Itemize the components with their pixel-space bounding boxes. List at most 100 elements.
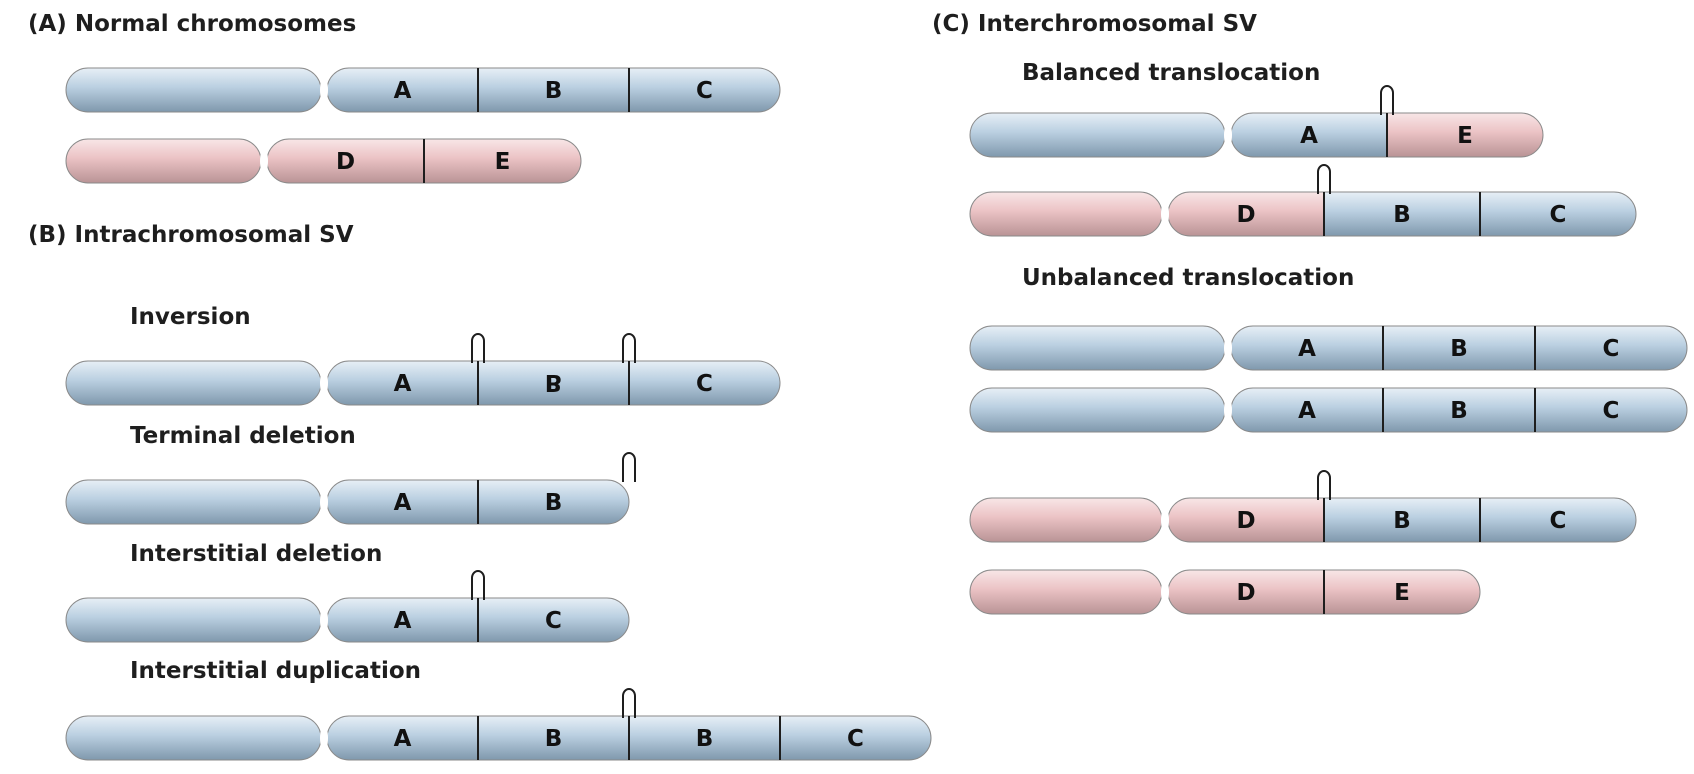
segment-b-body <box>478 480 629 524</box>
unbalanced-translocation-label: Unbalanced translocation <box>1022 265 1354 291</box>
segment-d-body <box>1168 570 1325 614</box>
breakpoint-arc-icon <box>1380 85 1394 115</box>
centromere <box>320 77 328 103</box>
segment-d-body <box>1168 192 1325 236</box>
segment-a-body <box>1231 326 1384 370</box>
segment-e-label: E <box>1394 580 1410 606</box>
segment-c-label: C <box>1603 398 1620 424</box>
breakpoint-arc-icon <box>471 333 485 363</box>
chromosome-arm <box>65 360 322 406</box>
terminal-deletion-label: Terminal deletion <box>130 423 356 449</box>
chromosome-arm <box>65 138 262 184</box>
segment-b-body <box>478 68 630 112</box>
segment-c-body <box>629 361 780 405</box>
chromosome-arm <box>969 387 1226 433</box>
centromere <box>320 725 328 751</box>
chromosome-arm <box>969 497 1163 543</box>
segment-e-label: E <box>1457 123 1473 149</box>
segment-a-body <box>327 716 479 760</box>
chromosome-unbalanced-2: A B C <box>969 387 1688 433</box>
chromosome-arm <box>969 569 1163 615</box>
chromosome-arm <box>969 325 1226 371</box>
breakpoint-arc-icon <box>622 688 636 718</box>
segment-d-label: D <box>1236 202 1255 228</box>
segment-a-label: A <box>394 608 412 634</box>
segment-e-body <box>1324 570 1480 614</box>
segment-b-label: B <box>545 369 563 395</box>
segment-a-label: A <box>394 726 412 752</box>
centromere <box>1161 201 1169 227</box>
segment-c-label: C <box>847 726 864 752</box>
segment-c-label: C <box>696 371 713 397</box>
segment-d-label: D <box>1236 580 1255 606</box>
balanced-translocation-label: Balanced translocation <box>1022 60 1320 86</box>
segment-e-label: E <box>495 149 511 175</box>
segment-b-label: B <box>696 726 714 752</box>
segment-a-label: A <box>394 78 412 104</box>
breakpoint-arc-icon <box>471 570 485 600</box>
centromere <box>1161 507 1169 533</box>
segment-a-label: A <box>394 490 412 516</box>
segment-a-body <box>327 68 479 112</box>
segment-d-label: D <box>1236 508 1255 534</box>
segment-a-label: A <box>1298 398 1316 424</box>
segment-b-body <box>478 716 630 760</box>
segment-c-body <box>1535 388 1687 432</box>
segment-e-body <box>424 139 581 183</box>
segment-b-label: B <box>545 490 563 516</box>
segment-b-body <box>1383 326 1536 370</box>
segment-c-body <box>1480 192 1636 236</box>
segment-b-label: B <box>545 726 563 752</box>
segment-e-body <box>1387 113 1543 157</box>
chromosome-arm <box>65 597 322 643</box>
chromosome-arm <box>969 191 1163 237</box>
segment-a-body <box>1231 113 1388 157</box>
segment-b-body <box>1324 192 1481 236</box>
segment-c-label: C <box>545 608 562 634</box>
centromere <box>1224 122 1232 148</box>
inversion-label: Inversion <box>130 304 251 330</box>
centromere <box>1224 397 1232 423</box>
segment-b-body <box>1324 498 1481 542</box>
segment-b-body <box>629 716 781 760</box>
segment-a-body <box>327 480 479 524</box>
centromere <box>1161 579 1169 605</box>
centromere <box>320 489 328 515</box>
segment-a-label: A <box>1298 336 1316 362</box>
segment-b-label: B <box>545 78 563 104</box>
segment-a-label: A <box>1300 123 1318 149</box>
segment-b-label: B <box>1393 202 1411 228</box>
breakpoint-arc-icon <box>622 452 636 482</box>
segment-a-label: A <box>394 371 412 397</box>
segment-a-body <box>327 361 479 405</box>
segment-a-body <box>1231 388 1384 432</box>
segment-c-label: C <box>1603 336 1620 362</box>
centromere <box>320 607 328 633</box>
interstitial-deletion-label: Interstitial deletion <box>130 541 382 567</box>
segment-b-label: B <box>1450 398 1468 424</box>
panel-a-title: (A) Normal chromosomes <box>28 11 356 37</box>
segment-d-body <box>1168 498 1325 542</box>
chromosome-arm <box>65 479 322 525</box>
breakpoint-arc-icon <box>1317 164 1331 194</box>
segment-b-label: B <box>1450 336 1468 362</box>
segment-c-label: C <box>1550 508 1567 534</box>
segment-c-body <box>629 68 780 112</box>
segment-b-body <box>1383 388 1536 432</box>
segment-a-body <box>327 598 479 642</box>
breakpoint-arc-icon <box>1317 470 1331 500</box>
chromosome-inversion: A B C <box>65 333 781 406</box>
chromosome-arm <box>969 112 1226 158</box>
interstitial-duplication-label: Interstitial duplication <box>130 658 421 684</box>
breakpoint-arc-icon <box>622 333 636 363</box>
